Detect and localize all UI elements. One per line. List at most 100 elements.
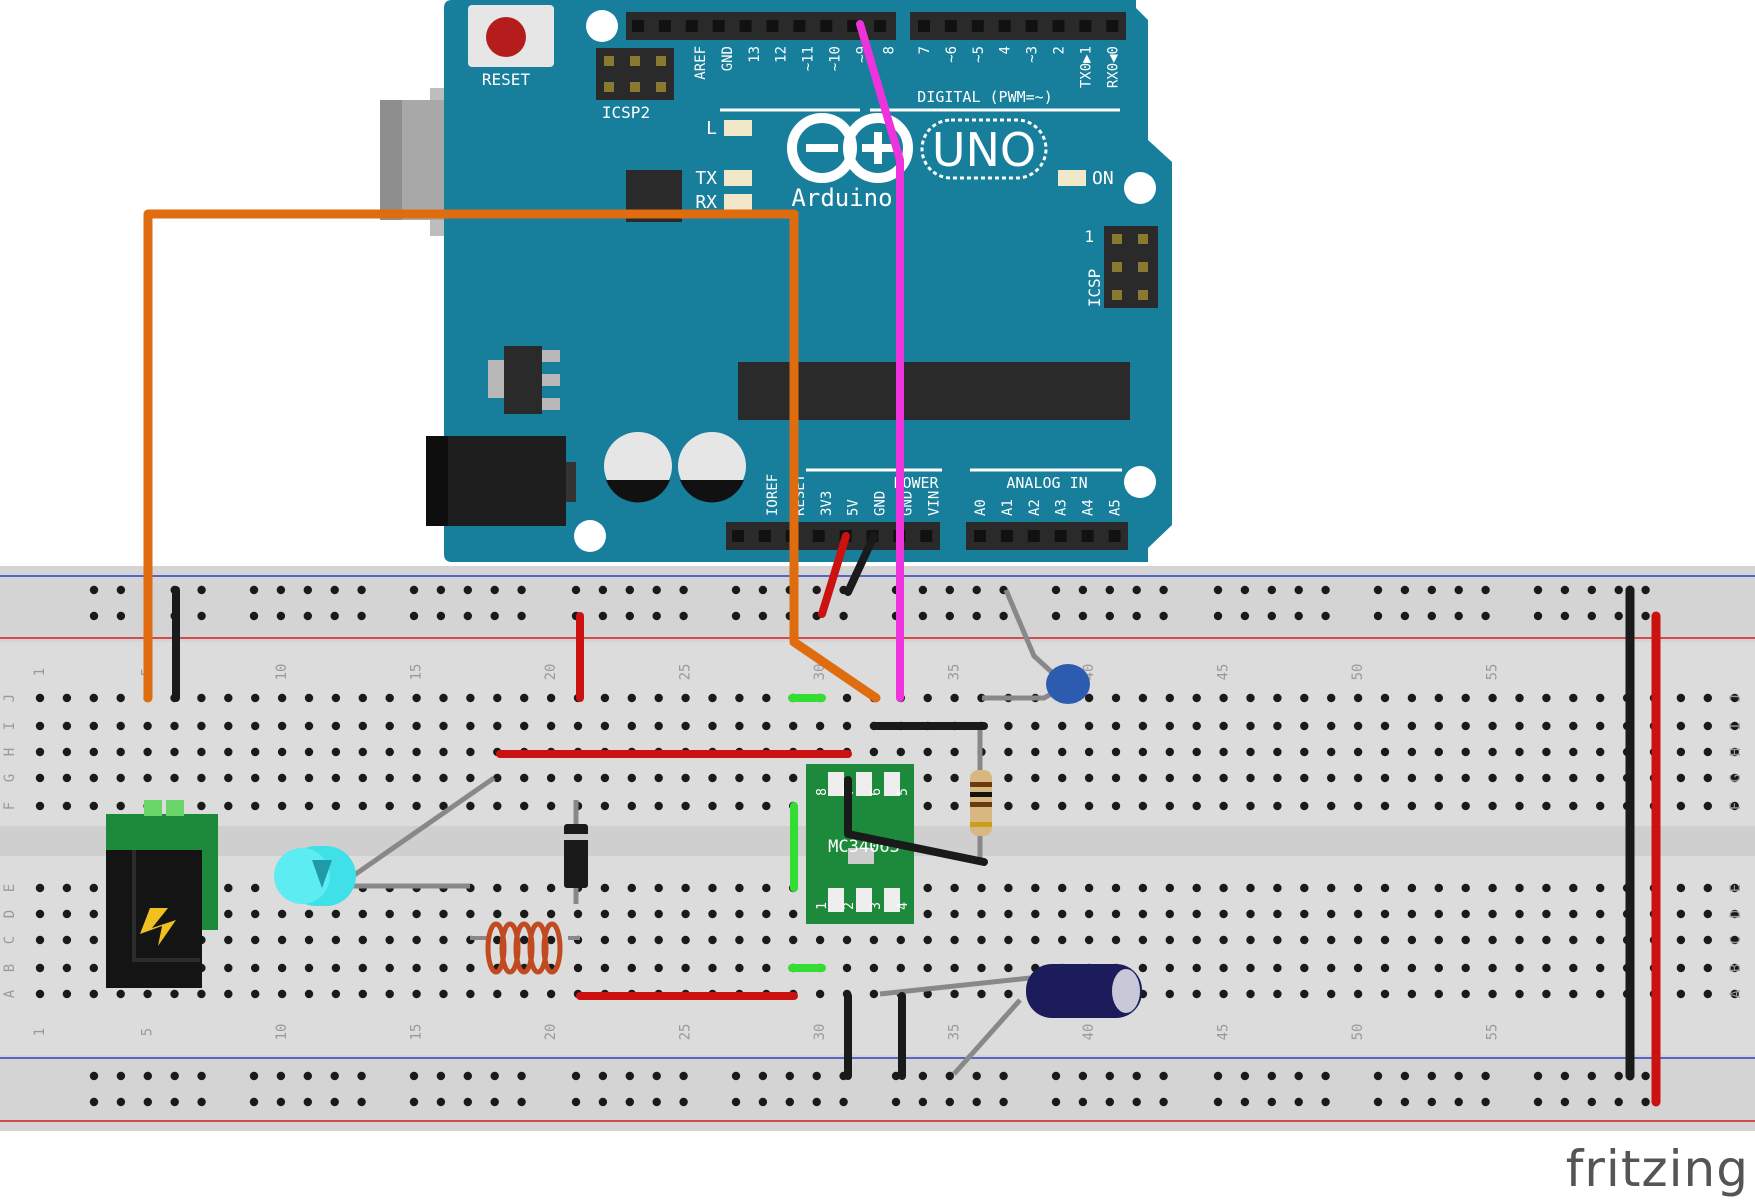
column-number: 10 — [274, 1024, 290, 1041]
row-letter: A — [2, 989, 18, 998]
column-number: 20 — [543, 1024, 559, 1041]
row-letter: J — [1728, 694, 1744, 702]
reset-button-cap[interactable] — [486, 17, 526, 57]
voltage-regulator — [504, 346, 542, 414]
arduino-logo — [787, 113, 913, 183]
analog-pin-labels: A0 A1 A2 A3 A4 A5 — [973, 499, 1124, 516]
row-letter: B — [1728, 964, 1744, 972]
column-number: 1 — [32, 1028, 48, 1036]
board-capacitor-1 — [604, 432, 672, 503]
atmega-chip — [738, 362, 1130, 420]
wire-orange[interactable] — [143, 209, 881, 703]
led-rx-label: RX — [695, 192, 717, 213]
digital-pin-label: 4 — [998, 46, 1014, 54]
power-header — [726, 522, 940, 550]
column-number: 20 — [543, 664, 559, 681]
power-pin-label: 5V — [846, 499, 862, 516]
icsp-pin1-label: 1 — [1084, 227, 1094, 246]
row-letter: F — [1728, 802, 1744, 810]
digital-pin-label: ~10 — [828, 46, 844, 71]
digital-pin-label: 2 — [1052, 46, 1068, 54]
row-letter: D — [2, 910, 18, 918]
dc-jack-module — [106, 800, 218, 988]
column-number: 25 — [678, 1024, 694, 1041]
row-letter: B — [2, 964, 18, 972]
uno-badge — [920, 118, 1048, 180]
digital-pin-label: ~6 — [944, 46, 960, 63]
column-number: 15 — [409, 1024, 425, 1041]
row-letter: C — [1728, 936, 1744, 944]
row-letter: C — [2, 936, 18, 944]
chip-pin-number: 6 — [869, 788, 884, 796]
fritzing-logo: fritzing — [1565, 1140, 1749, 1198]
digital-pin-label: ~11 — [801, 46, 817, 71]
led-component — [274, 775, 496, 906]
digital-pin-label: GND — [720, 46, 736, 71]
power-pin-label: GND — [873, 491, 889, 516]
chip-pin-number: 4 — [896, 902, 911, 910]
led-l-label: L — [706, 118, 717, 139]
digital-pin-label: ~5 — [971, 46, 987, 63]
uno-text: UNO — [932, 123, 1036, 177]
diode-component — [564, 800, 588, 904]
chip-pin-number: 5 — [896, 788, 911, 796]
row-letter: F — [2, 802, 18, 810]
power-pin-label: VIN — [926, 491, 942, 516]
column-number: 25 — [678, 664, 694, 681]
ceramic-capacitor-component — [982, 589, 1090, 704]
power-bolt-icon — [140, 908, 176, 946]
wire-magenta[interactable] — [856, 20, 904, 702]
column-number: 45 — [1216, 664, 1232, 681]
analog-pin-label: A5 — [1108, 499, 1124, 516]
digital-pin-label: 12 — [774, 46, 790, 63]
led-rx — [724, 194, 752, 210]
inductor-component — [470, 921, 580, 975]
digital-pin-label: 8 — [881, 46, 897, 54]
led-tx — [724, 170, 752, 186]
icsp2-header — [596, 48, 674, 100]
led-l — [724, 120, 752, 136]
analog-pin-label: A2 — [1027, 499, 1043, 516]
digital-pin-label: AREF — [693, 46, 709, 80]
row-letter: I — [1728, 722, 1744, 730]
icsp-label: ICSP — [1085, 269, 1104, 308]
digital-pin-label: ~3 — [1025, 46, 1041, 63]
led-tx-label: TX — [695, 168, 717, 189]
analog-pin-label: A1 — [1000, 499, 1016, 516]
resistor-component — [970, 726, 992, 858]
reset-label: RESET — [482, 70, 531, 89]
column-number: 10 — [274, 664, 290, 681]
column-number: 30 — [812, 1024, 828, 1041]
column-number: 5 — [140, 1028, 156, 1036]
column-number: 55 — [1485, 1024, 1501, 1041]
wire-black-chip[interactable] — [844, 776, 988, 866]
wire-black-gnd[interactable] — [844, 532, 878, 596]
column-number: 50 — [1350, 664, 1366, 681]
column-number: 35 — [947, 664, 963, 681]
analog-pin-label: A4 — [1081, 499, 1097, 516]
chip-pin-number: 3 — [869, 902, 884, 910]
digital-pin-label: TX0▶1 — [1078, 46, 1094, 88]
power-pin-label: 3V3 — [819, 491, 835, 516]
chip-pin-number: 8 — [815, 788, 830, 796]
power-title: POWER — [893, 474, 939, 492]
digital-title: DIGITAL (PWM=~) — [917, 88, 1052, 106]
column-number: 55 — [1485, 664, 1501, 681]
column-number: 50 — [1350, 1024, 1366, 1041]
analog-pin-label: A3 — [1054, 499, 1070, 516]
row-letter: I — [2, 722, 18, 730]
digital-header-right — [910, 12, 1126, 40]
board-capacitor-2 — [678, 432, 746, 503]
power-pin-label: IOREF — [765, 474, 781, 516]
chip-pin-number: 2 — [842, 902, 857, 910]
row-letter: D — [1728, 910, 1744, 918]
row-letter: A — [1728, 989, 1744, 998]
on-label: ON — [1092, 168, 1114, 189]
row-letter: G — [2, 774, 18, 782]
wire-red-5v[interactable] — [818, 532, 850, 618]
row-letter: H — [2, 748, 18, 756]
chip-pin-number: 1 — [815, 902, 830, 910]
analog-pin-label: A0 — [973, 499, 989, 516]
